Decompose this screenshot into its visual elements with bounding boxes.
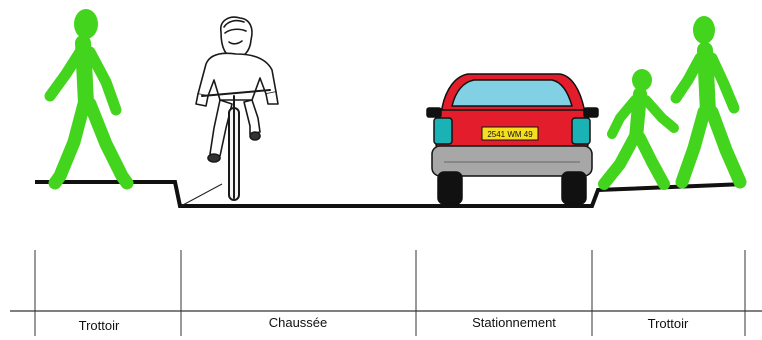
cyclist: [195, 16, 279, 201]
pedestrian-left-arm-back: [44, 46, 86, 102]
car-side-mirror-right: [583, 107, 599, 118]
cyclist-torso: [197, 52, 277, 101]
cyclist-hair: [223, 19, 247, 45]
cyclist-head: [220, 16, 253, 59]
curb-shadow-line: [180, 183, 223, 207]
license-plate-text: 2541 WM 49: [487, 130, 533, 139]
car-taillight-left: [433, 117, 453, 145]
zone-label-sidewalk-right: Trottoir: [647, 316, 689, 331]
car-side-mirror-left: [426, 107, 442, 118]
pedestrian-adult-right-torso: [697, 42, 716, 120]
pedestrian-child-head: [632, 69, 652, 91]
zone-label-sidewalk-left: Trottoir: [78, 318, 120, 333]
pedestrian-child-arm-front: [641, 95, 679, 133]
pedestrian-adult-right-leg-front: [705, 105, 747, 189]
cyclist-arm-left: [195, 93, 209, 107]
zone-label-roadway: Chaussée: [268, 315, 328, 330]
parked-car: 2541 WM 49: [426, 73, 599, 205]
pedestrian-child-leg-back: [598, 132, 640, 190]
car-wheel-right: [561, 171, 587, 205]
pedestrian-adult-right-arm-back: [670, 52, 706, 104]
cyclist-arm-right: [265, 91, 279, 105]
zone-label-parking: Stationnement: [472, 315, 556, 330]
car-wheel-left: [437, 171, 463, 205]
ground-profile: [35, 180, 746, 208]
pedestrian-child-arm-back: [607, 95, 640, 139]
pedestrian-child: [598, 69, 679, 190]
cyclist-leg-right: [243, 99, 261, 135]
car-taillight-right: [571, 117, 591, 145]
pedestrian-left: [44, 9, 134, 190]
pedestrian-left-leg-front: [83, 97, 134, 190]
car-rear-window: [451, 79, 573, 107]
pedestrian-left-arm-front: [84, 46, 122, 116]
license-plate: [481, 126, 539, 141]
cyclist-shoe-left: [207, 153, 221, 163]
pedestrian-adult-right-leg-back: [675, 105, 711, 189]
pedestrian-adult-right-arm-front: [706, 52, 740, 114]
pedestrian-adult-right-head: [693, 16, 715, 44]
cyclist-handlebar: [201, 89, 271, 97]
pedestrian-child-leg-front: [634, 132, 670, 190]
car-bumper: [431, 145, 593, 177]
pedestrian-adult-right: [670, 16, 747, 189]
pedestrian-left-head: [74, 9, 98, 39]
cyclist-shoe-right: [249, 131, 261, 141]
pedestrian-left-leg-back: [48, 97, 91, 190]
